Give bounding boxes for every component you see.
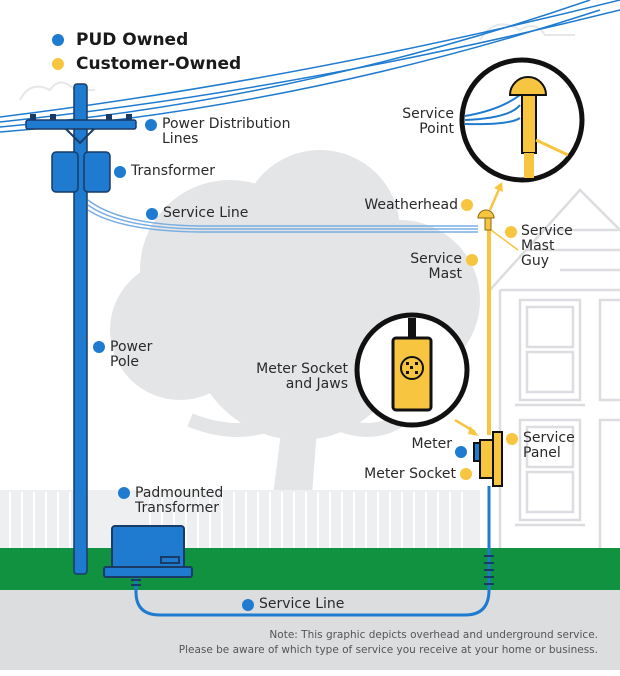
customer-dot-icon <box>460 468 472 480</box>
padmounted-transformer-shape <box>103 525 193 578</box>
pud-dot-icon <box>114 166 126 178</box>
cloud <box>479 23 575 41</box>
label-service-line-underground: Service Line <box>259 596 345 612</box>
customer-dot-icon <box>505 226 517 238</box>
footnote-line-1: Note: This graphic depicts overhead and … <box>269 629 598 641</box>
label-service-panel: Service Panel <box>523 430 575 461</box>
meter-socket-callout <box>354 312 479 436</box>
pud-dot-icon <box>146 208 158 220</box>
label-service-line-overhead: Service Line <box>163 205 249 221</box>
power-pole <box>25 83 137 575</box>
weatherhead <box>477 209 495 231</box>
customer-dot-icon <box>461 199 473 211</box>
legend-label-pud: PUD Owned <box>76 30 189 50</box>
pud-dot-icon <box>118 487 130 499</box>
fence-pickets <box>9 492 463 550</box>
pud-dot-icon <box>93 341 105 353</box>
grass <box>0 548 620 590</box>
legend-item-customer: Customer-Owned <box>52 52 241 76</box>
customer-dot-icon <box>506 433 518 445</box>
label-power-pole: Power Pole <box>110 339 153 370</box>
arrow-to-service-point <box>488 186 502 211</box>
label-power-distribution-lines: Power Distribution Lines <box>162 116 291 147</box>
label-service-point: Service Point <box>402 106 454 137</box>
service-point-callout <box>459 57 585 183</box>
label-meter: Meter <box>411 436 452 452</box>
pole-transformers <box>51 151 111 193</box>
fence <box>0 490 480 550</box>
legend-item-pud: PUD Owned <box>52 28 241 52</box>
label-service-mast-guy: Service Mast Guy <box>521 223 573 269</box>
service-mast-guy-wire <box>490 229 519 251</box>
meter-and-panel <box>473 431 503 487</box>
label-service-mast: Service Mast <box>410 251 462 282</box>
customer-dot-icon <box>52 58 64 70</box>
overhead-service-line <box>87 199 478 233</box>
ground <box>0 590 620 670</box>
footnote-line-2: Please be aware of which type of service… <box>178 644 598 656</box>
customer-dot-icon <box>466 254 478 266</box>
pud-dot-icon <box>52 34 64 46</box>
pud-dot-icon <box>455 446 467 458</box>
conduit-marks <box>131 555 494 586</box>
cloud <box>19 81 95 101</box>
label-transformer: Transformer <box>131 163 216 179</box>
pud-dot-icon <box>145 119 157 131</box>
label-meter-socket: Meter Socket <box>364 466 456 482</box>
legend-label-customer: Customer-Owned <box>76 54 242 74</box>
legend: PUD Owned Customer-Owned <box>52 28 241 76</box>
pud-dot-icon <box>242 599 254 611</box>
label-padmounted-transformer: Padmounted Transformer <box>135 485 224 516</box>
label-meter-socket-and-jaws: Meter Socket and Jaws <box>256 361 348 392</box>
service-mast <box>487 225 491 435</box>
underground-service-line <box>134 486 491 617</box>
footnote: Note: This graphic depicts overhead and … <box>179 628 598 658</box>
label-weatherhead: Weatherhead <box>364 197 458 213</box>
